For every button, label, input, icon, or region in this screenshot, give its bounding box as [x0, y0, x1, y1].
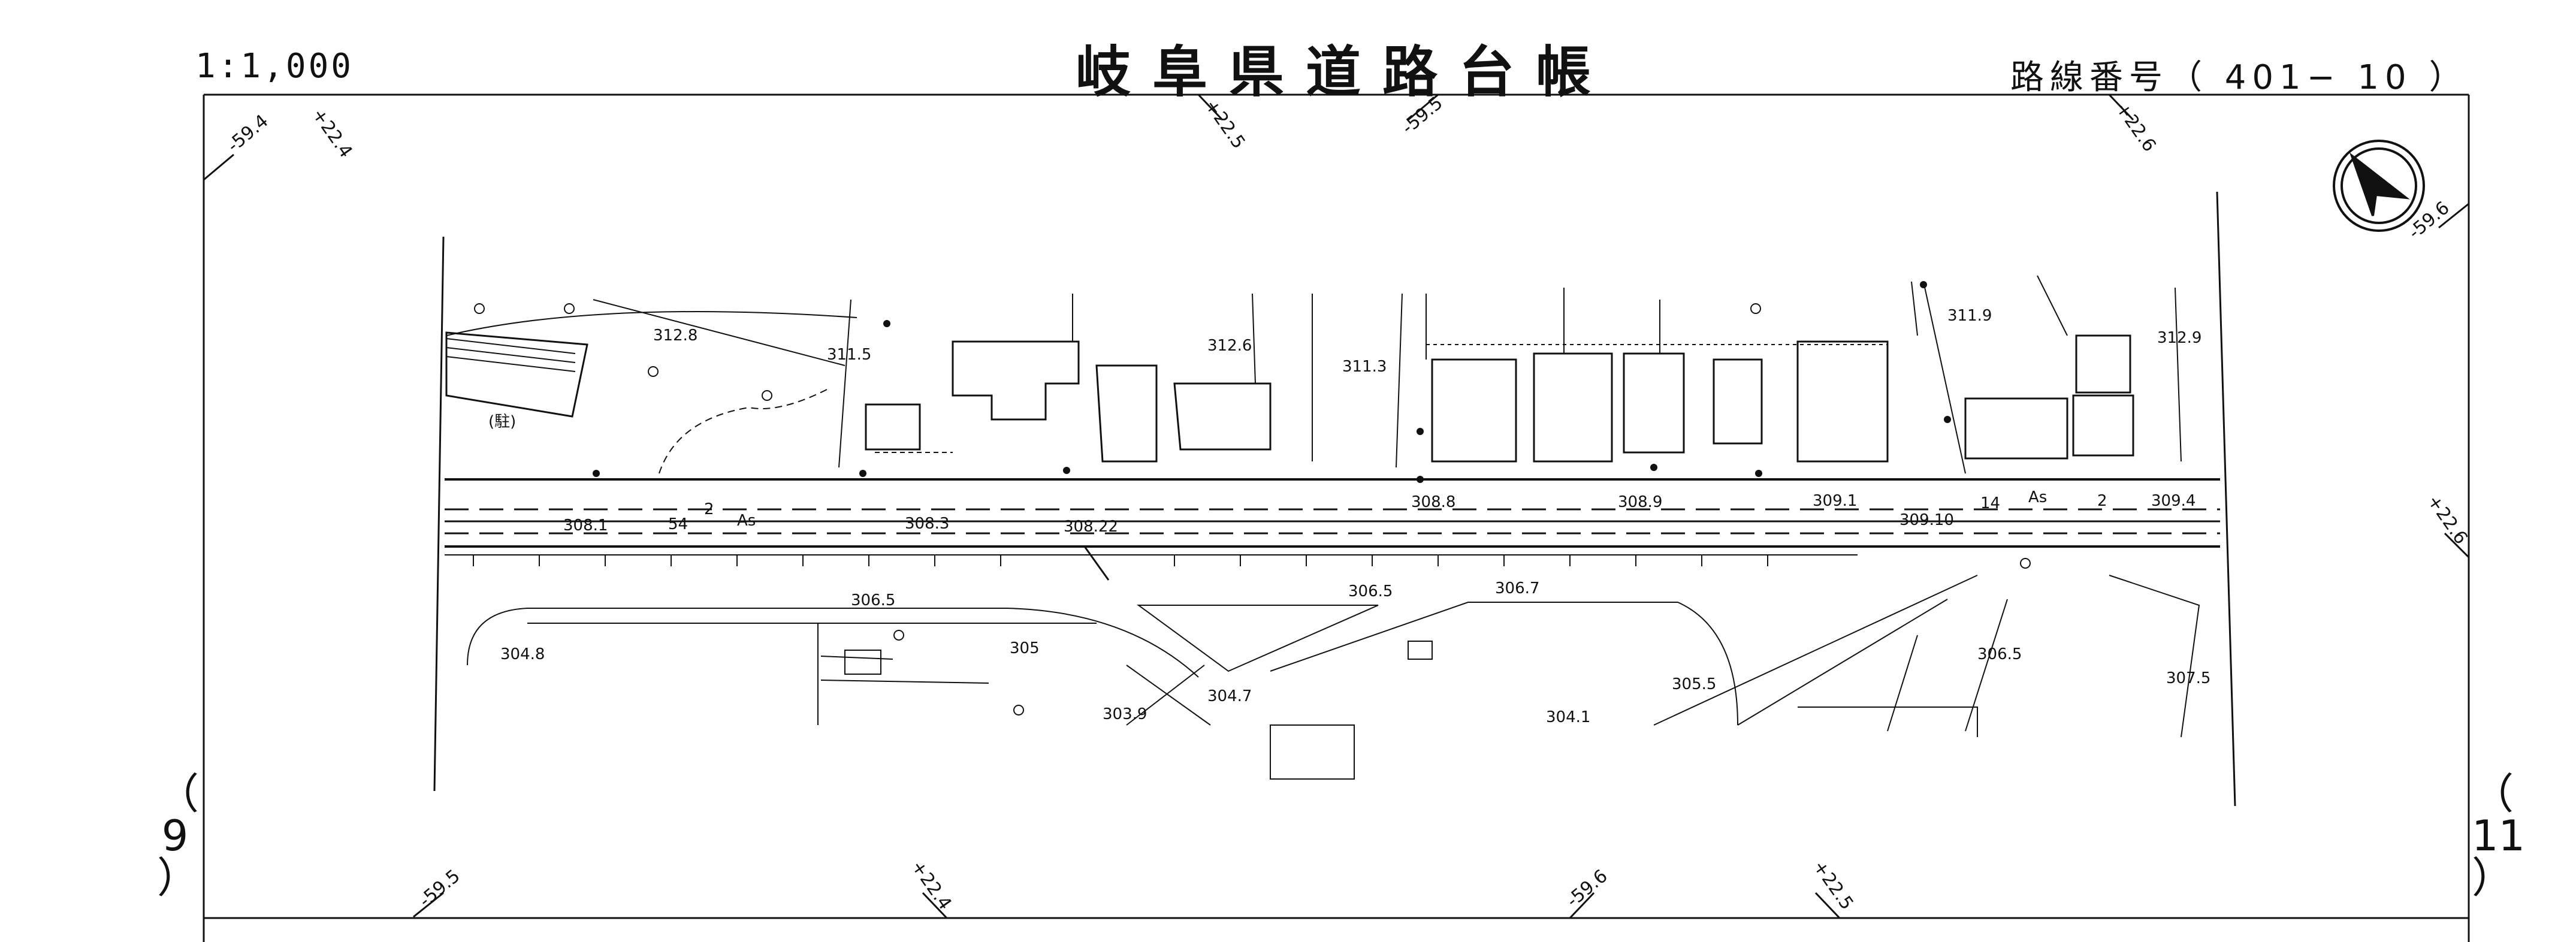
lane-number: 54 [668, 515, 688, 533]
lane-number: 2 [704, 500, 714, 518]
route-number: 路線番号（ 401− 10 ） [2010, 58, 2469, 97]
elevation-label: 312.9 [2157, 329, 2201, 347]
grid-mark: -59.4 [224, 110, 273, 156]
elevation-label: 304.7 [1207, 687, 1252, 705]
grid-mark: -59.5 [415, 865, 464, 911]
road-junction-line [1083, 546, 1110, 581]
surface-label-west: As [737, 512, 756, 530]
lane-number: 2 [2097, 492, 2107, 510]
map-scale: 1:1,000 [195, 47, 354, 86]
northern-buildings [865, 334, 2134, 463]
elevation-label: 308.9 [1618, 493, 1662, 511]
elevation-label: 311.9 [1947, 307, 1992, 325]
elevation-label: 305.5 [1672, 675, 1716, 693]
lane-number: 14 [1980, 494, 2000, 512]
surface-label-east: As [2028, 488, 2047, 506]
elevation-label: 308.3 [905, 515, 949, 533]
elevation-label: 307.5 [2166, 669, 2210, 687]
parking-area [445, 331, 588, 418]
southern-features [467, 575, 2200, 780]
grid-ticks [203, 93, 2470, 919]
left-sheet-number: （9） [157, 769, 199, 902]
vegetation-symbols [474, 303, 2031, 715]
elevation-label: 308.1 [563, 517, 608, 535]
elevation-label: 306.5 [1348, 582, 1393, 600]
elevation-label: 309.10 [1899, 511, 1954, 529]
drawing-left-border [433, 236, 445, 792]
elevation-label: 304.1 [1546, 708, 1590, 726]
elevation-label: 309.1 [1813, 492, 1857, 510]
elevation-label: 308.22 [1064, 518, 1118, 536]
elevation-label: 312.8 [653, 327, 697, 345]
elevation-label: 306.5 [1977, 645, 2022, 663]
page-title: 岐阜県道路台帳 [1076, 40, 1613, 104]
grid-mark: -59.6 [1563, 865, 1612, 911]
grid-mark: +22.4 [907, 857, 955, 914]
drawing-right-border [2216, 191, 2236, 807]
map-text-labels: (駐) As As 312.8 311.5 312.6 311.3 311.9 … [488, 307, 2210, 726]
elevation-label: 306.5 [851, 591, 895, 609]
grid-mark: +22.6 [2423, 491, 2471, 548]
elevation-label: 308.8 [1411, 493, 1455, 511]
elevation-label: 312.6 [1207, 337, 1252, 355]
parcel-lines [446, 275, 2182, 474]
parking-label: (駐) [488, 413, 516, 431]
elevation-label: 304.8 [500, 645, 545, 663]
grid-mark: +22.5 [1200, 96, 1249, 153]
grid-mark: +22.6 [2111, 99, 2160, 156]
elevation-label: 311.3 [1342, 358, 1387, 376]
grid-mark: +22.5 [1808, 857, 1857, 914]
elevation-label: 306.7 [1495, 579, 1539, 597]
elevation-label: 305 [1010, 639, 1040, 657]
grid-mark: +22.4 [307, 105, 356, 162]
grid-coordinate-labels: -59.4 +22.4 +22.5 -59.5 +22.6 -59.6 +22.… [224, 92, 2472, 913]
elevation-label: 303.9 [1103, 705, 1147, 723]
elevation-label: 309.4 [2151, 492, 2196, 510]
elevation-label: 311.5 [827, 346, 871, 364]
point-markers [593, 281, 1951, 483]
grid-mark: -59.5 [1398, 92, 1447, 138]
curb-ticks [473, 555, 1768, 566]
north-arrow-icon [2333, 140, 2425, 232]
